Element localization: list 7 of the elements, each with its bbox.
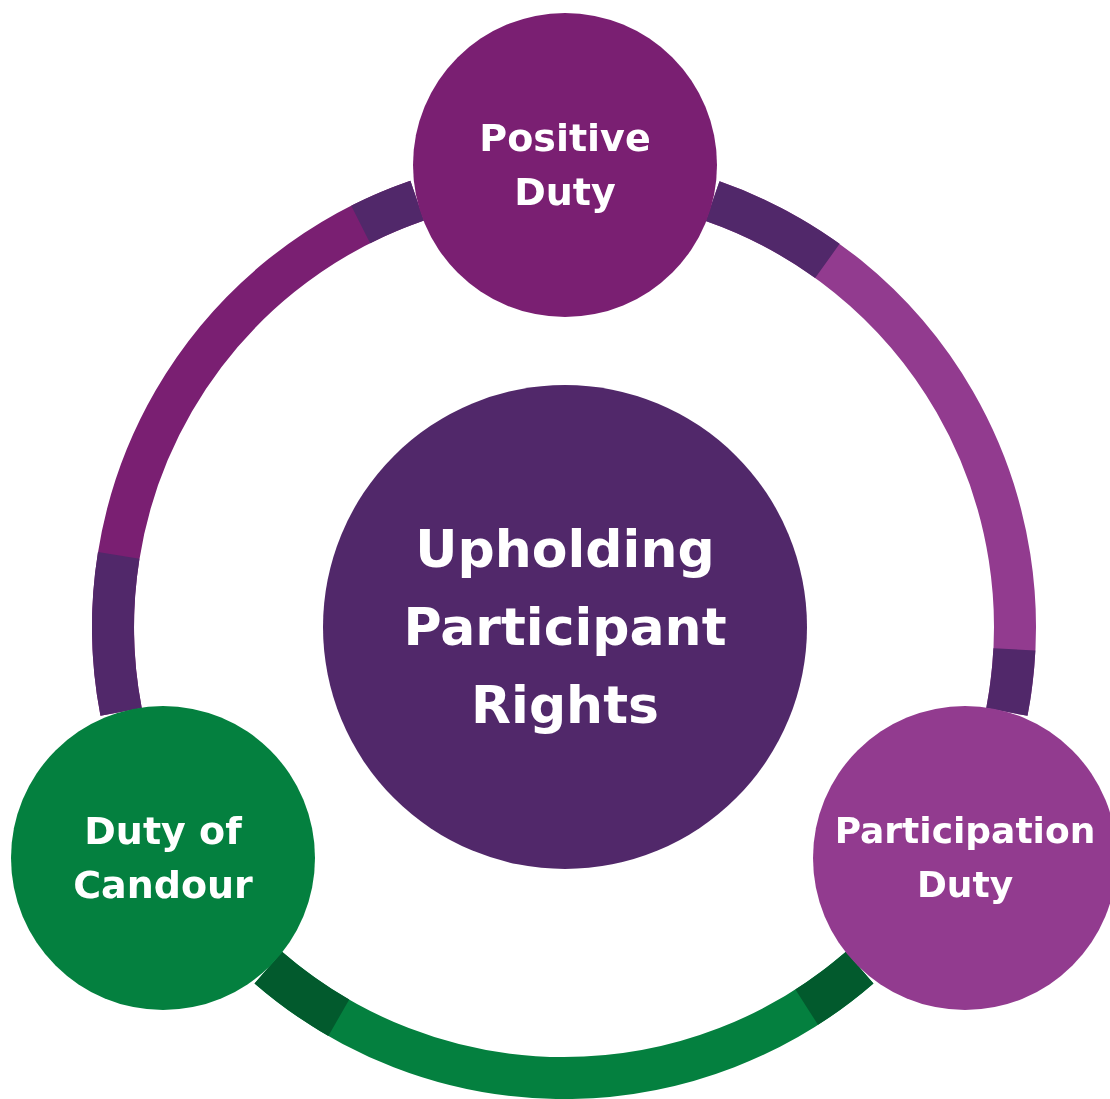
ring-arc-segment	[254, 950, 874, 1099]
ring-arc-segment	[92, 180, 426, 715]
ring-arc-segment	[704, 181, 1036, 716]
node-label: Participation Duty	[833, 809, 1097, 907]
node-label: Positive Duty	[478, 115, 652, 216]
node-label: Upholding Participant Rights	[402, 518, 728, 737]
node-label: Duty of Candour	[72, 808, 254, 909]
